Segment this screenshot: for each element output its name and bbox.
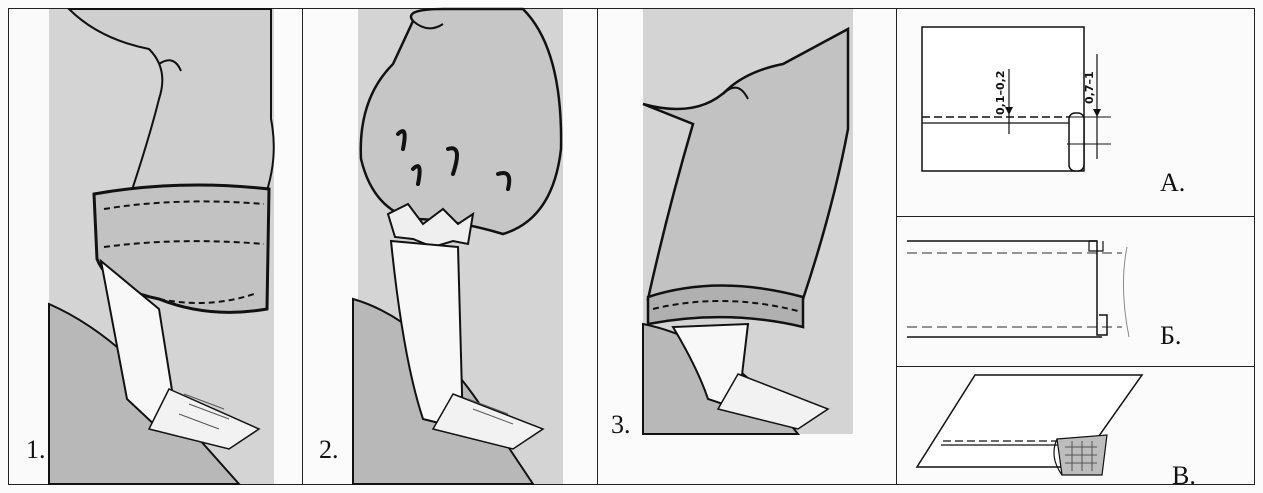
detail-a-label: А. — [1160, 170, 1185, 196]
panel-1-illustration — [9, 9, 302, 484]
detail-a-dim-right: 0,7–1 — [1083, 71, 1096, 104]
panel-2-illustration — [303, 9, 597, 484]
panel-3-illustration — [598, 9, 896, 484]
detail-b-label: Б. — [1160, 323, 1181, 349]
detail-b-drawing — [897, 217, 1255, 366]
detail-v-label: В. — [1172, 463, 1196, 489]
detail-a-drawing — [897, 9, 1255, 216]
detail-a-dim-left: 0,1–0,2 — [994, 71, 1007, 115]
panel-3-label: 3. — [611, 412, 631, 438]
detail-v-drawing — [897, 367, 1255, 484]
panel-2-label: 2. — [319, 437, 339, 463]
panel-1-label: 1. — [26, 437, 46, 463]
